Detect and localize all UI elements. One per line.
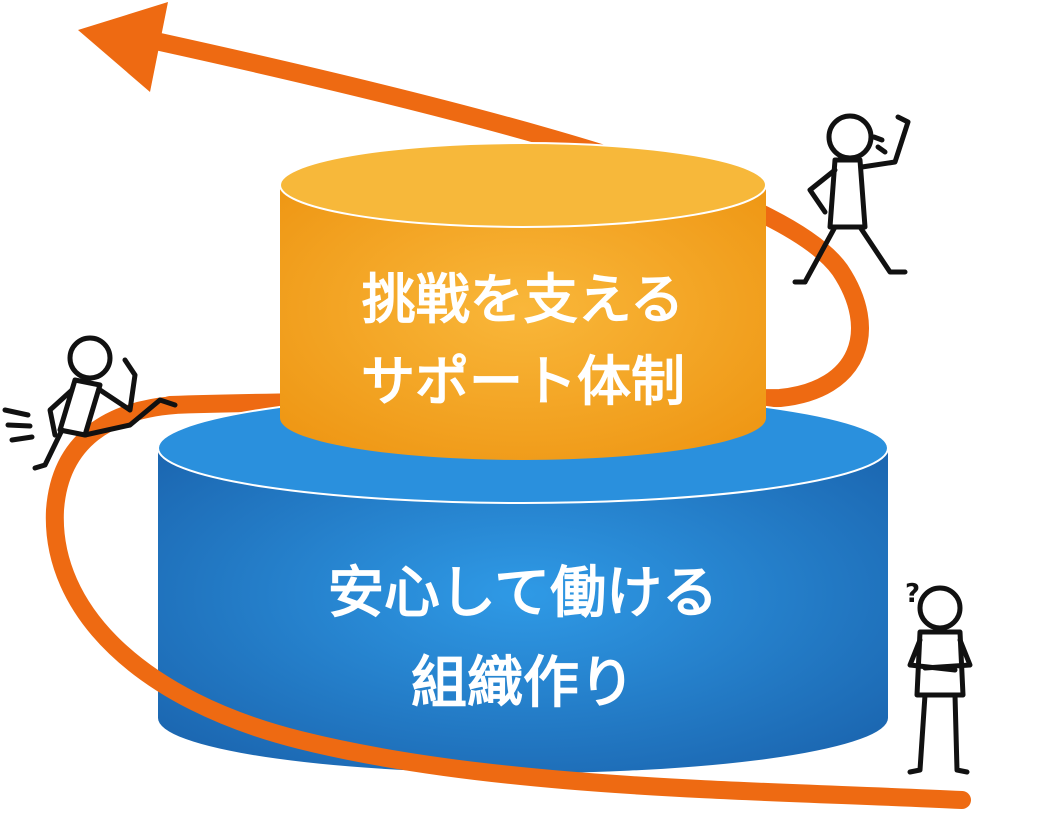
flexing-person-icon [792,113,911,285]
question-mark: ? [905,579,920,609]
tier-bottom-body [158,448,888,773]
spiral-arrow-front [45,396,971,809]
tier-bottom-label-line-2: 組織作り [411,651,635,716]
spiral-arrow-head [78,2,168,92]
tier-top-top [279,142,767,228]
tier-top-cylinder [279,142,767,460]
running-person-icon [2,335,178,471]
tier-bottom-label-line-1: 安心して働ける [328,561,718,626]
tier-top-label-line-1: 挑戦を支える [362,268,684,331]
thinking-person-icon: ? [905,579,973,775]
tier-top-label-line-2: サポート体制 [361,350,685,413]
tier-top-body [280,185,766,460]
